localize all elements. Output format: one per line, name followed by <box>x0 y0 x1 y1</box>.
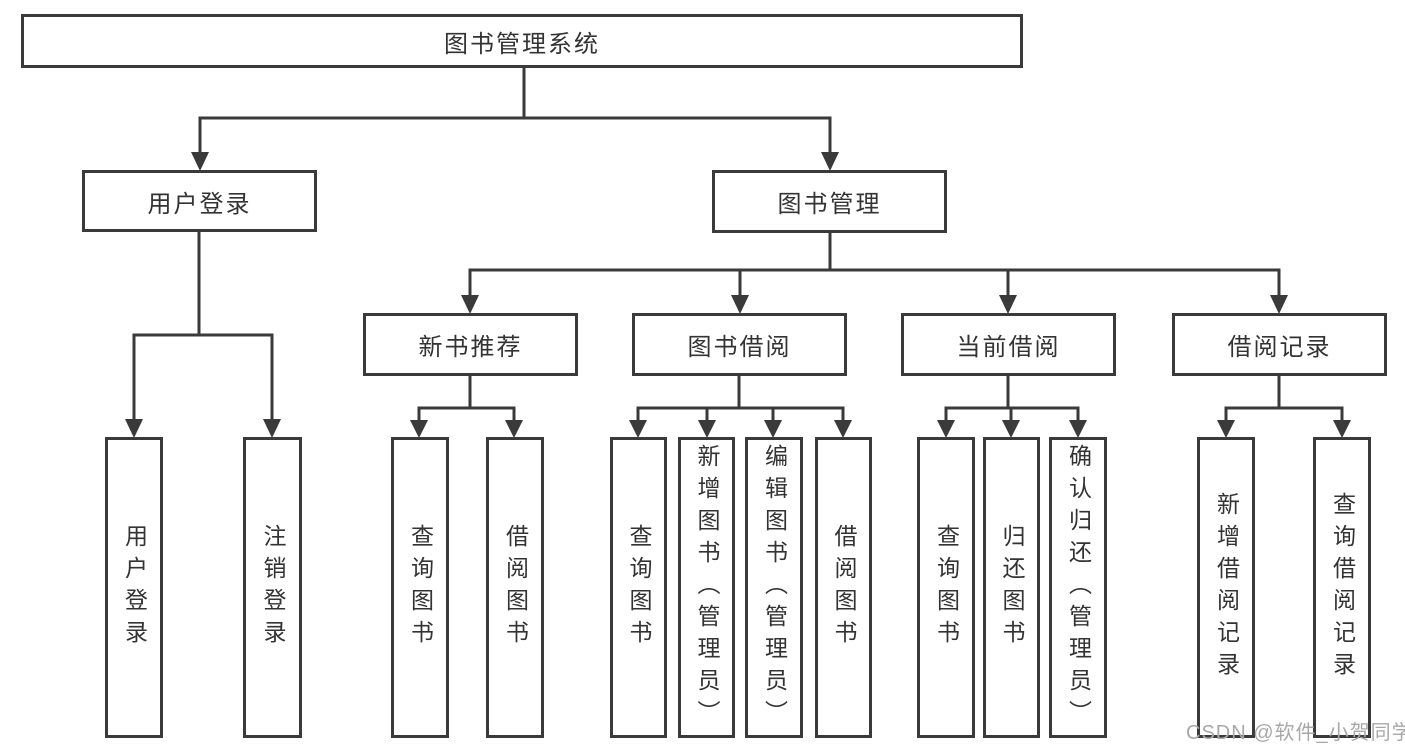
leaf-borrow-books-label: 借阅图书 <box>831 523 857 652</box>
leaf-logout-label: 注销登录 <box>260 523 286 652</box>
node-book-borrow-label: 图书借阅 <box>687 334 792 361</box>
leaf-confirm-return-admin: 确认归还（管理员） <box>1049 437 1107 738</box>
leaf-query-borrow-record: 查询借阅记录 <box>1313 437 1371 738</box>
node-book-management-label: 图书管理 <box>777 191 882 218</box>
leaf-query-borrow-record-label: 查询借阅记录 <box>1329 491 1356 684</box>
node-library-system-label: 图书管理系统 <box>444 30 600 58</box>
leaf-return-books-label: 归还图书 <box>999 523 1025 652</box>
node-new-book-recommend: 新书推荐 <box>363 313 578 376</box>
leaf-add-books-admin: 新增图书（管理员） <box>678 437 735 738</box>
leaf-edit-books-admin: 编辑图书（管理员） <box>745 437 803 738</box>
connector-user-login-split <box>125 230 281 438</box>
leaf-logout: 注销登录 <box>243 437 302 738</box>
connector-book-mgmt-split <box>461 231 1288 314</box>
leaf-recommend-query-books: 查询图书 <box>391 437 449 738</box>
leaf-add-borrow-record: 新增借阅记录 <box>1197 437 1255 738</box>
connector-new-book-split <box>410 374 523 438</box>
leaf-recommend-borrow-books: 借阅图书 <box>486 437 544 738</box>
connector-book-borrow-split <box>629 374 852 438</box>
leaf-recommend-query-books-label: 查询图书 <box>407 523 434 652</box>
node-current-borrow-label: 当前借阅 <box>956 334 1061 361</box>
node-user-login-label: 用户登录 <box>147 190 252 218</box>
connector-current-borrow-split <box>937 374 1087 438</box>
leaf-current-query-books: 查询图书 <box>917 437 975 738</box>
connector-borrow-records-split <box>1217 374 1351 438</box>
node-borrow-records-label: 借阅记录 <box>1227 334 1332 361</box>
watermark: CSDN @软件_小贺同学 <box>1186 722 1405 744</box>
leaf-user-login: 用户登录 <box>105 437 163 738</box>
leaf-borrow-query-books: 查询图书 <box>610 437 667 738</box>
leaf-add-books-admin-label: 新增图书（管理员） <box>694 443 720 732</box>
leaf-borrow-query-books-label: 查询图书 <box>626 523 652 652</box>
node-current-borrow: 当前借阅 <box>901 313 1116 376</box>
node-book-management: 图书管理 <box>712 170 947 233</box>
node-new-book-recommend-label: 新书推荐 <box>418 334 523 361</box>
node-book-borrow: 图书借阅 <box>632 313 847 376</box>
leaf-add-borrow-record-label: 新增借阅记录 <box>1213 491 1240 684</box>
leaf-return-books: 归还图书 <box>983 437 1040 738</box>
node-borrow-records: 借阅记录 <box>1172 313 1387 376</box>
connector-root-split <box>191 67 839 171</box>
leaf-user-login-label: 用户登录 <box>121 523 148 652</box>
node-user-login: 用户登录 <box>82 170 317 232</box>
leaf-current-query-books-label: 查询图书 <box>933 523 960 652</box>
leaf-edit-books-admin-label: 编辑图书（管理员） <box>761 443 788 732</box>
leaf-borrow-books: 借阅图书 <box>815 437 872 738</box>
leaf-recommend-borrow-books-label: 借阅图书 <box>502 523 529 652</box>
node-library-system: 图书管理系统 <box>21 14 1023 68</box>
leaf-confirm-return-admin-label: 确认归还（管理员） <box>1065 443 1092 732</box>
